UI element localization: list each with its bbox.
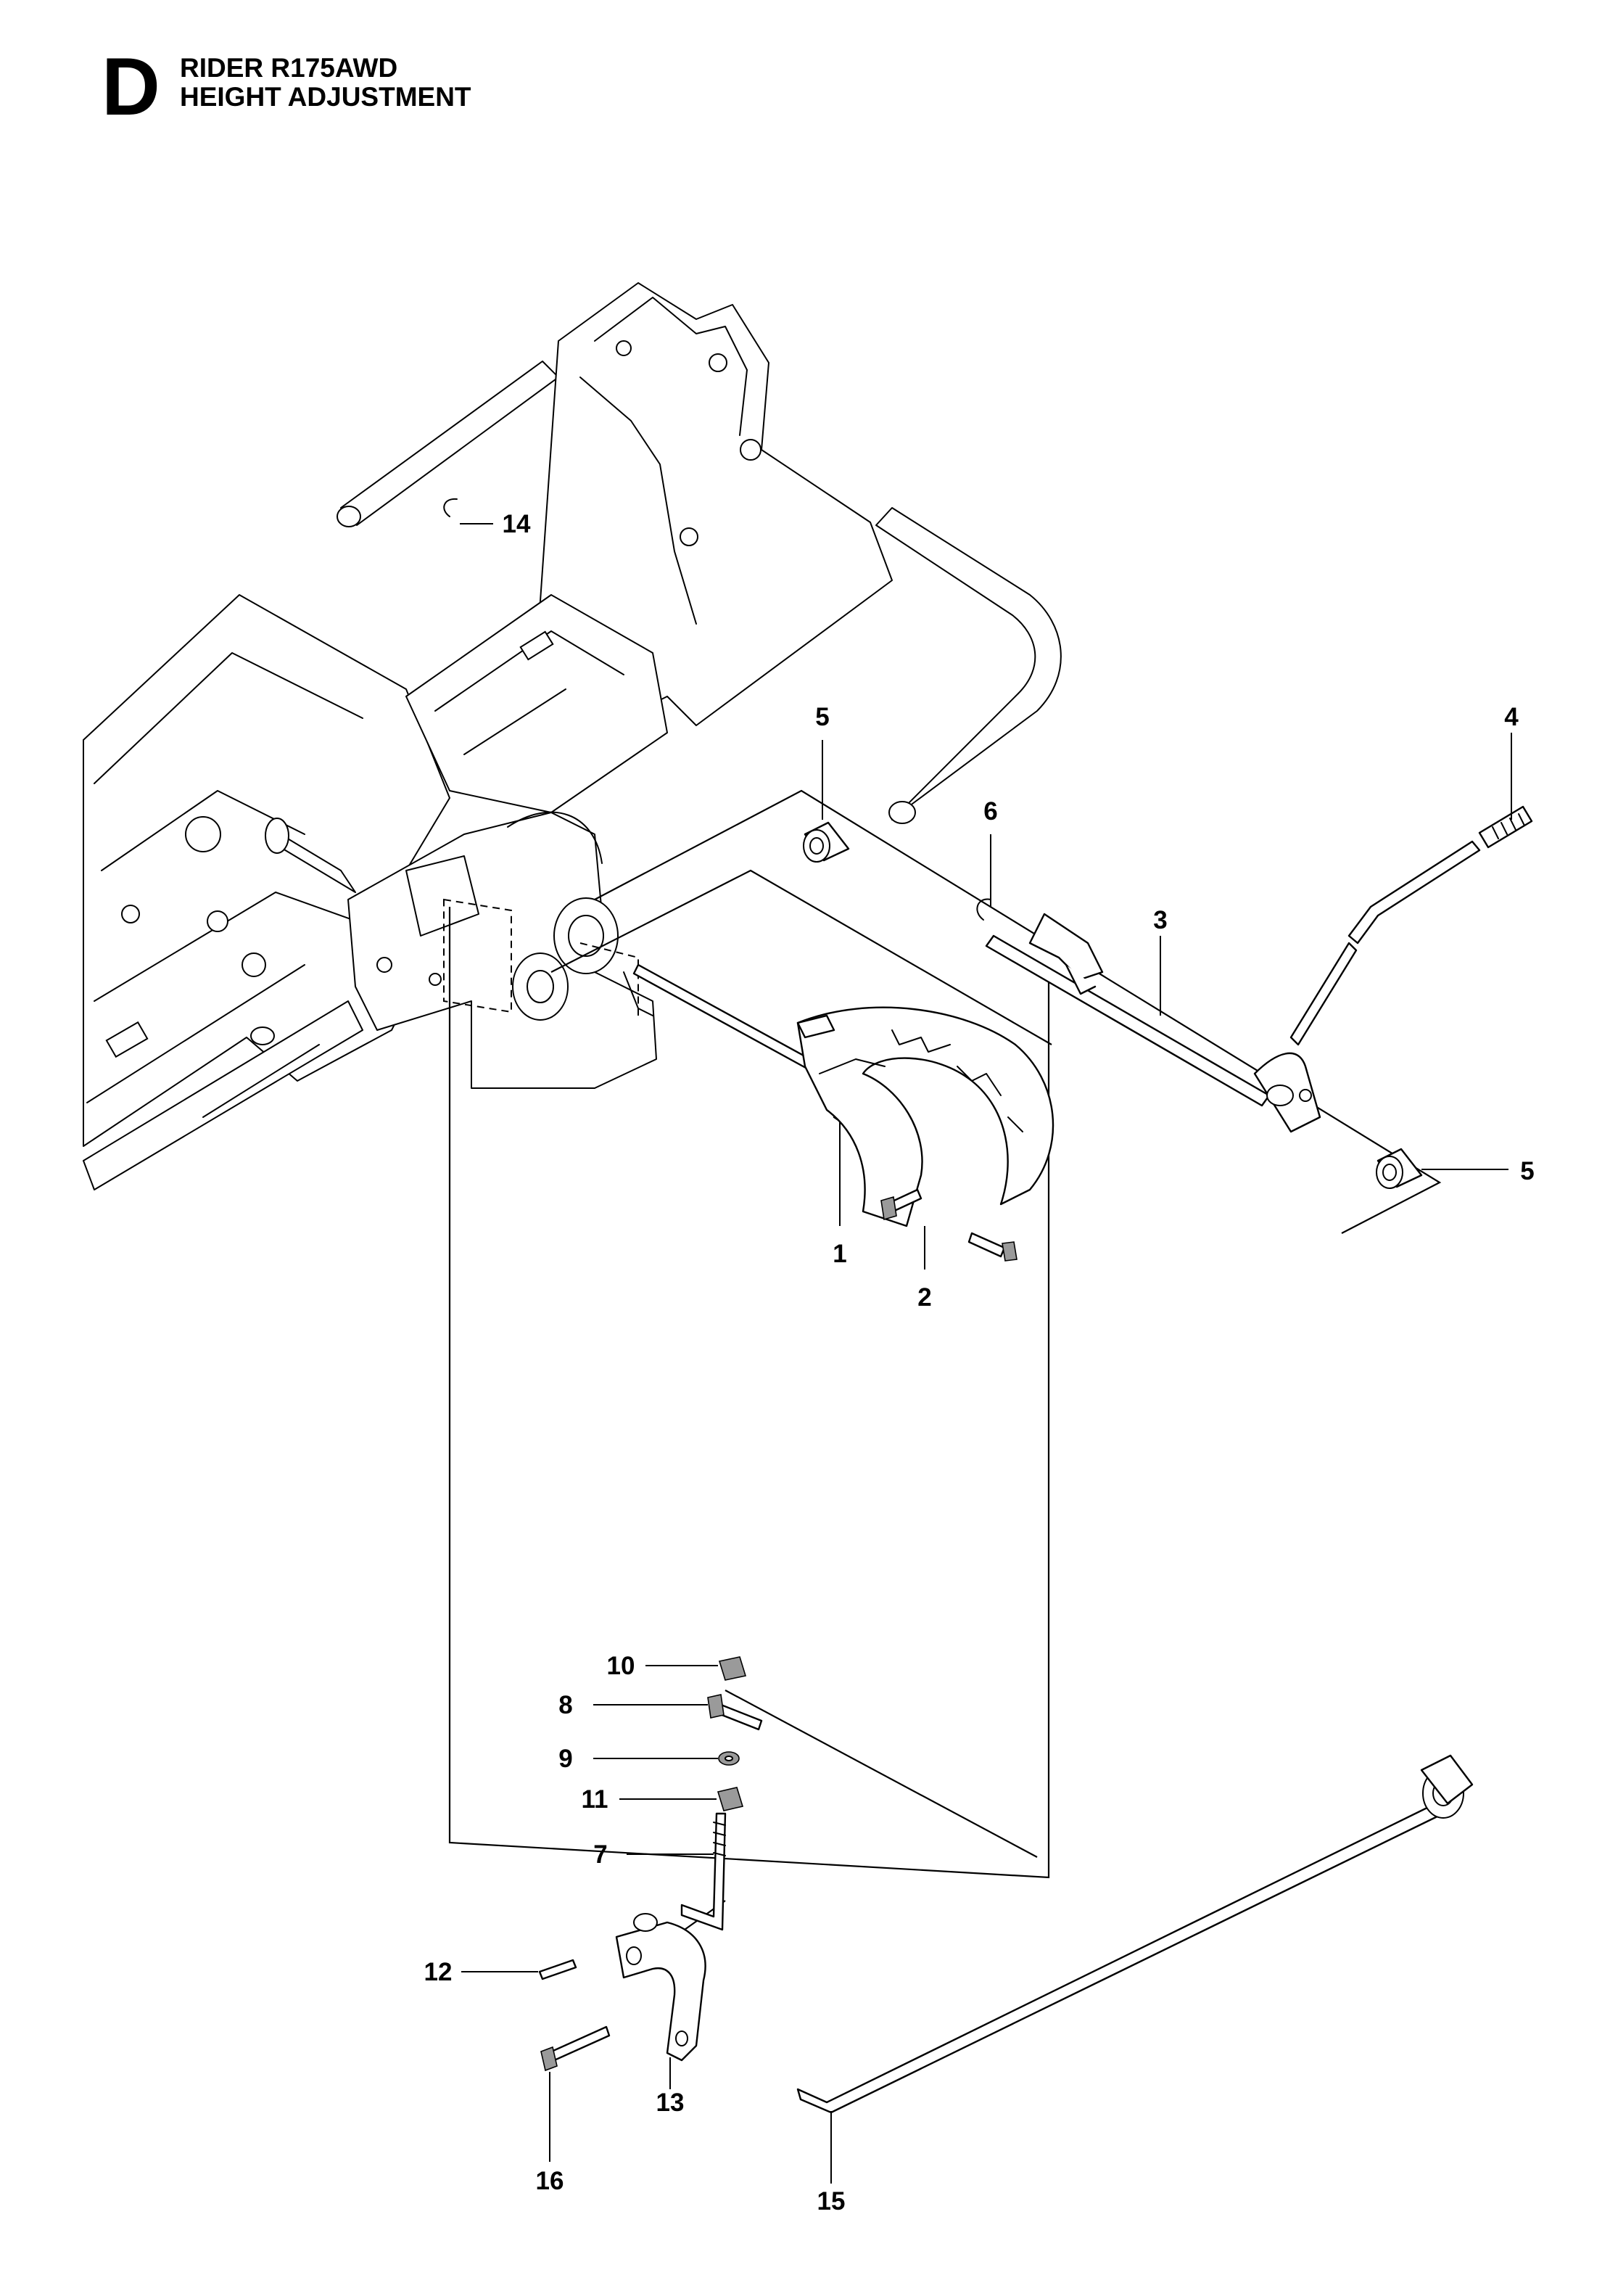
part-5-bushing-upper <box>803 740 850 863</box>
callout-1: 1 <box>833 1240 846 1268</box>
callout-16: 16 <box>536 2167 564 2195</box>
part-15-link-rod <box>796 1754 1474 2184</box>
part-2-bolts <box>880 1188 1018 1270</box>
callout-2: 2 <box>917 1283 931 1312</box>
title-block: RIDER R175AWD HEIGHT ADJUSTMENT <box>180 54 471 112</box>
section-letter: D <box>102 41 160 132</box>
callout-5-upper: 5 <box>815 703 829 731</box>
pivot-bracket <box>347 811 657 1089</box>
part-12-pin <box>461 1959 577 1980</box>
callout-14: 14 <box>503 510 531 538</box>
diagram-title: HEIGHT ADJUSTMENT <box>180 82 471 112</box>
callout-7: 7 <box>593 1840 607 1869</box>
part-5-bushing-lower <box>1376 1148 1508 1189</box>
callout-10: 10 <box>607 1652 635 1680</box>
callout-labels: 1 2 3 4 5 5 6 7 8 9 10 11 12 13 14 15 16 <box>424 510 1535 2215</box>
callout-15: 15 <box>817 2187 846 2215</box>
part-10-nut <box>645 1656 747 1681</box>
part-14-clip <box>443 498 493 524</box>
callout-8: 8 <box>558 1691 572 1719</box>
part-11-nut <box>619 1787 744 1811</box>
part-7-threaded-rod <box>627 1812 727 1931</box>
callout-11: 11 <box>582 1785 608 1814</box>
callout-3: 3 <box>1153 906 1167 934</box>
callout-9: 9 <box>558 1745 572 1773</box>
part-9-washer <box>593 1751 740 1766</box>
callout-4: 4 <box>1504 703 1519 731</box>
callout-5-lower: 5 <box>1520 1157 1534 1185</box>
part-1-sector-plate <box>796 1006 1054 1227</box>
part-8-bolt <box>593 1694 763 1731</box>
part-13-lever-arm <box>615 1913 706 2089</box>
part-4-knob <box>1478 733 1533 849</box>
model-name: RIDER R175AWD <box>180 53 398 83</box>
chassis-frame <box>83 282 1062 1190</box>
callout-6: 6 <box>983 797 997 826</box>
part-16-bolt <box>540 2025 611 2162</box>
hidden-lines <box>443 898 639 1016</box>
part-3-lift-lever <box>985 840 1481 1133</box>
part-6-clip <box>976 834 991 921</box>
callout-13: 13 <box>656 2089 685 2117</box>
callout-12: 12 <box>424 1958 453 1986</box>
